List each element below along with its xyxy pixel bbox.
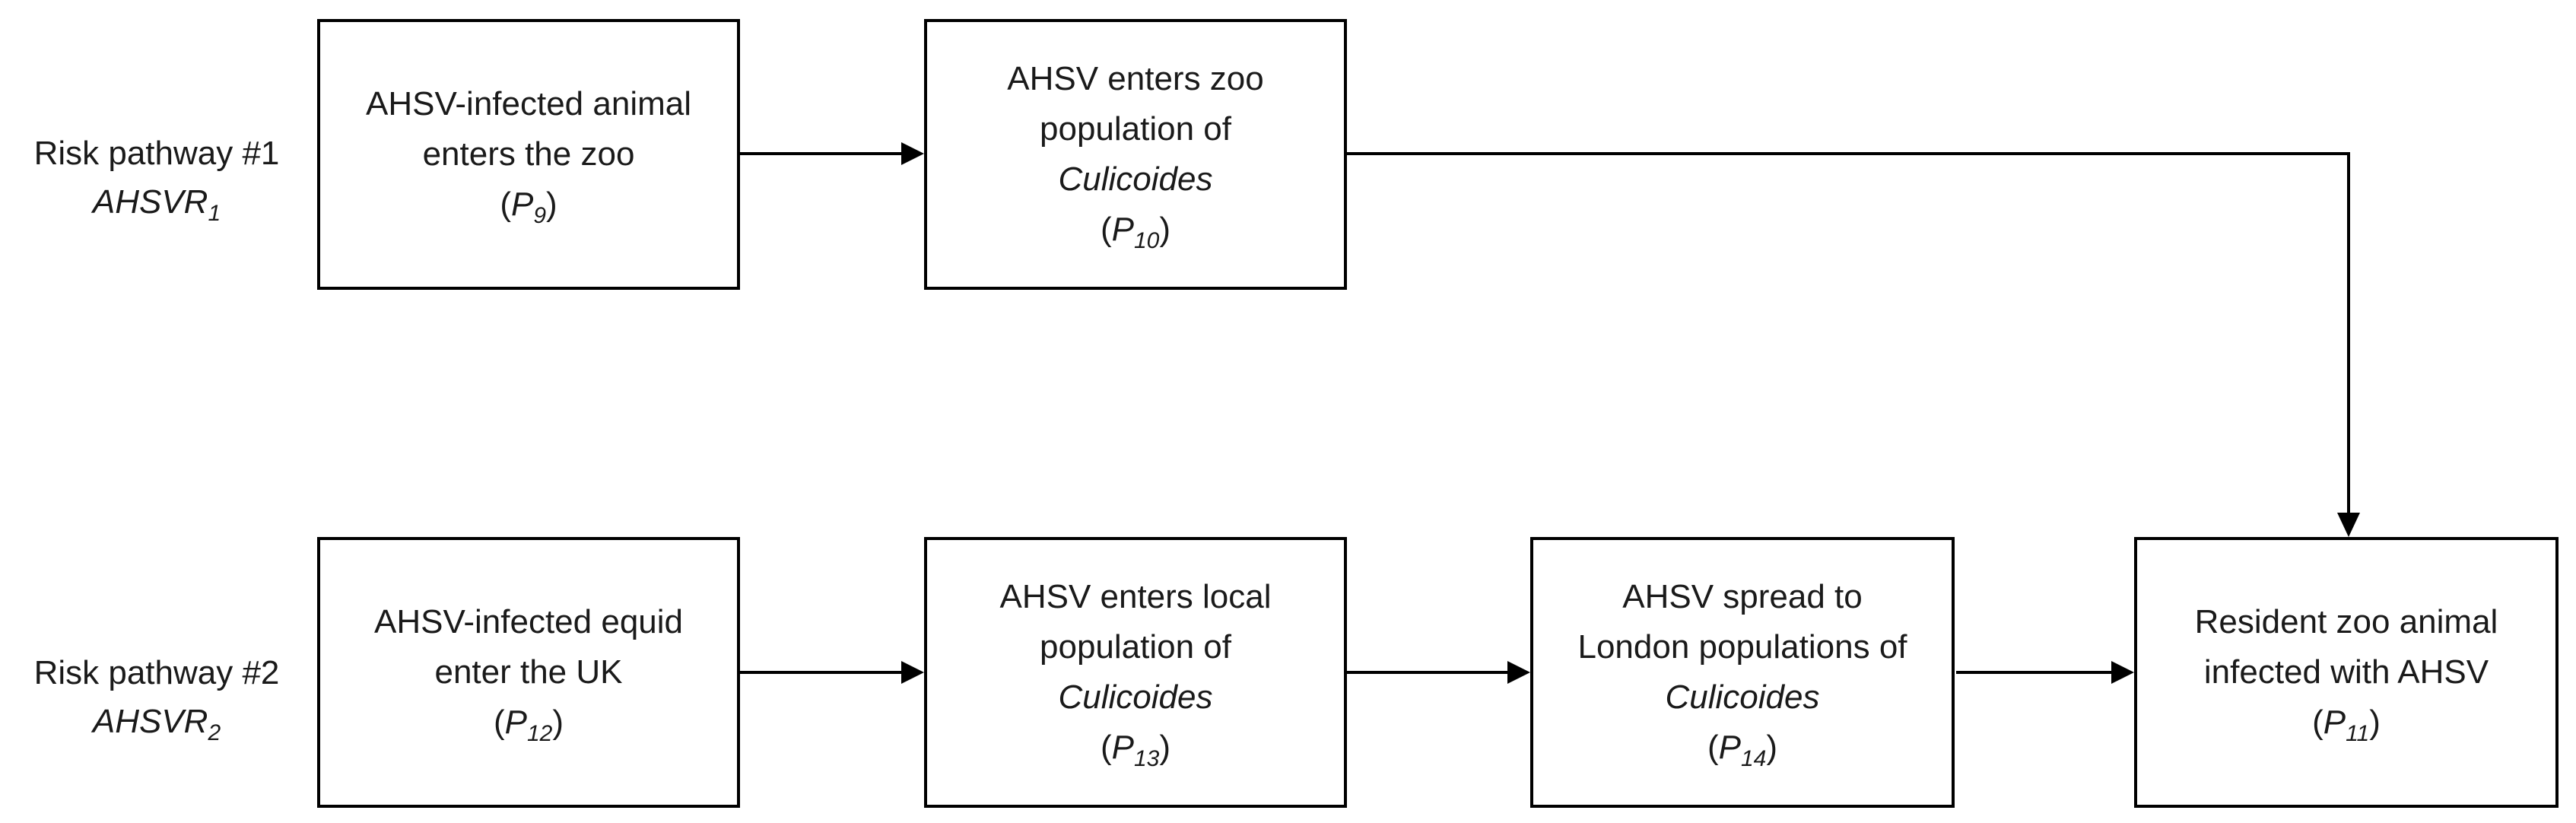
box-ahsv-infected-animal-enters-zoo: AHSV-infected animal enters the zoo (P9) [317,19,740,290]
box-p10-species-name: Culicoides [1058,160,1213,198]
pathway-2-label: Risk pathway #2 AHSVR2 [0,649,313,746]
arrow-p13-to-p14 [1347,671,1507,674]
box-p13-line2: population of [1040,628,1231,666]
box-p13-species-name: Culicoides [1058,678,1213,716]
box-p13-line1: AHSV enters local [999,578,1272,615]
box-p13-probability-label: (P13) [1100,729,1171,771]
box-p11-line1: Resident zoo animal [2194,603,2498,640]
box-p9-line2: enters the zoo [422,135,635,173]
box-ahsv-enters-local-culicoides: AHSV enters local population of Culicoid… [924,537,1347,808]
connector-p10-to-p11-horizontal [1347,152,2350,155]
box-p12-line2: enter the UK [434,653,623,691]
box-p11-line2: infected with AHSV [2203,653,2489,691]
box-p14-line2: London populations of [1577,628,1907,666]
box-p10-line1: AHSV enters zoo [1007,60,1264,97]
box-p14-species-name: Culicoides [1665,678,1820,716]
box-p9-line1: AHSV-infected animal [366,85,691,122]
box-ahsv-enters-zoo-culicoides: AHSV enters zoo population of Culicoides… [924,19,1347,290]
pathway-1-label: Risk pathway #1 AHSVR1 [0,129,313,227]
box-p9-probability-label: (P9) [500,186,557,228]
box-ahsv-infected-equid-enter-uk: AHSV-infected equid enter the UK (P12) [317,537,740,808]
connector-p10-to-p11-vertical [2347,152,2350,513]
box-p14-line1: AHSV spread to [1622,578,1863,615]
arrowhead-right-icon [901,142,924,165]
box-ahsv-spread-london-culicoides: AHSV spread to London populations of Cul… [1530,537,1955,808]
box-p10-line2: population of [1040,110,1231,148]
pathway-2-title: Risk pathway #2 [33,654,280,691]
arrow-p14-to-p11 [1956,671,2111,674]
box-p14-probability-label: (P14) [1707,729,1778,771]
arrowhead-down-icon [2337,513,2360,537]
pathway-2-acronym: AHSVR2 [92,703,221,745]
arrow-p12-to-p13 [740,671,901,674]
arrowhead-right-icon [1507,661,1530,684]
arrowhead-right-icon [901,661,924,684]
arrow-p9-to-p10 [740,152,901,155]
pathway-1-title: Risk pathway #1 [33,135,280,172]
box-p10-probability-label: (P10) [1100,211,1171,253]
box-resident-zoo-animal-infected: Resident zoo animal infected with AHSV (… [2134,537,2559,808]
box-p11-probability-label: (P11) [2312,704,2381,746]
arrowhead-right-icon [2111,661,2134,684]
box-p12-line1: AHSV-infected equid [373,603,684,640]
pathway-1-acronym: AHSVR1 [92,183,221,226]
box-p12-probability-label: (P12) [493,704,564,746]
